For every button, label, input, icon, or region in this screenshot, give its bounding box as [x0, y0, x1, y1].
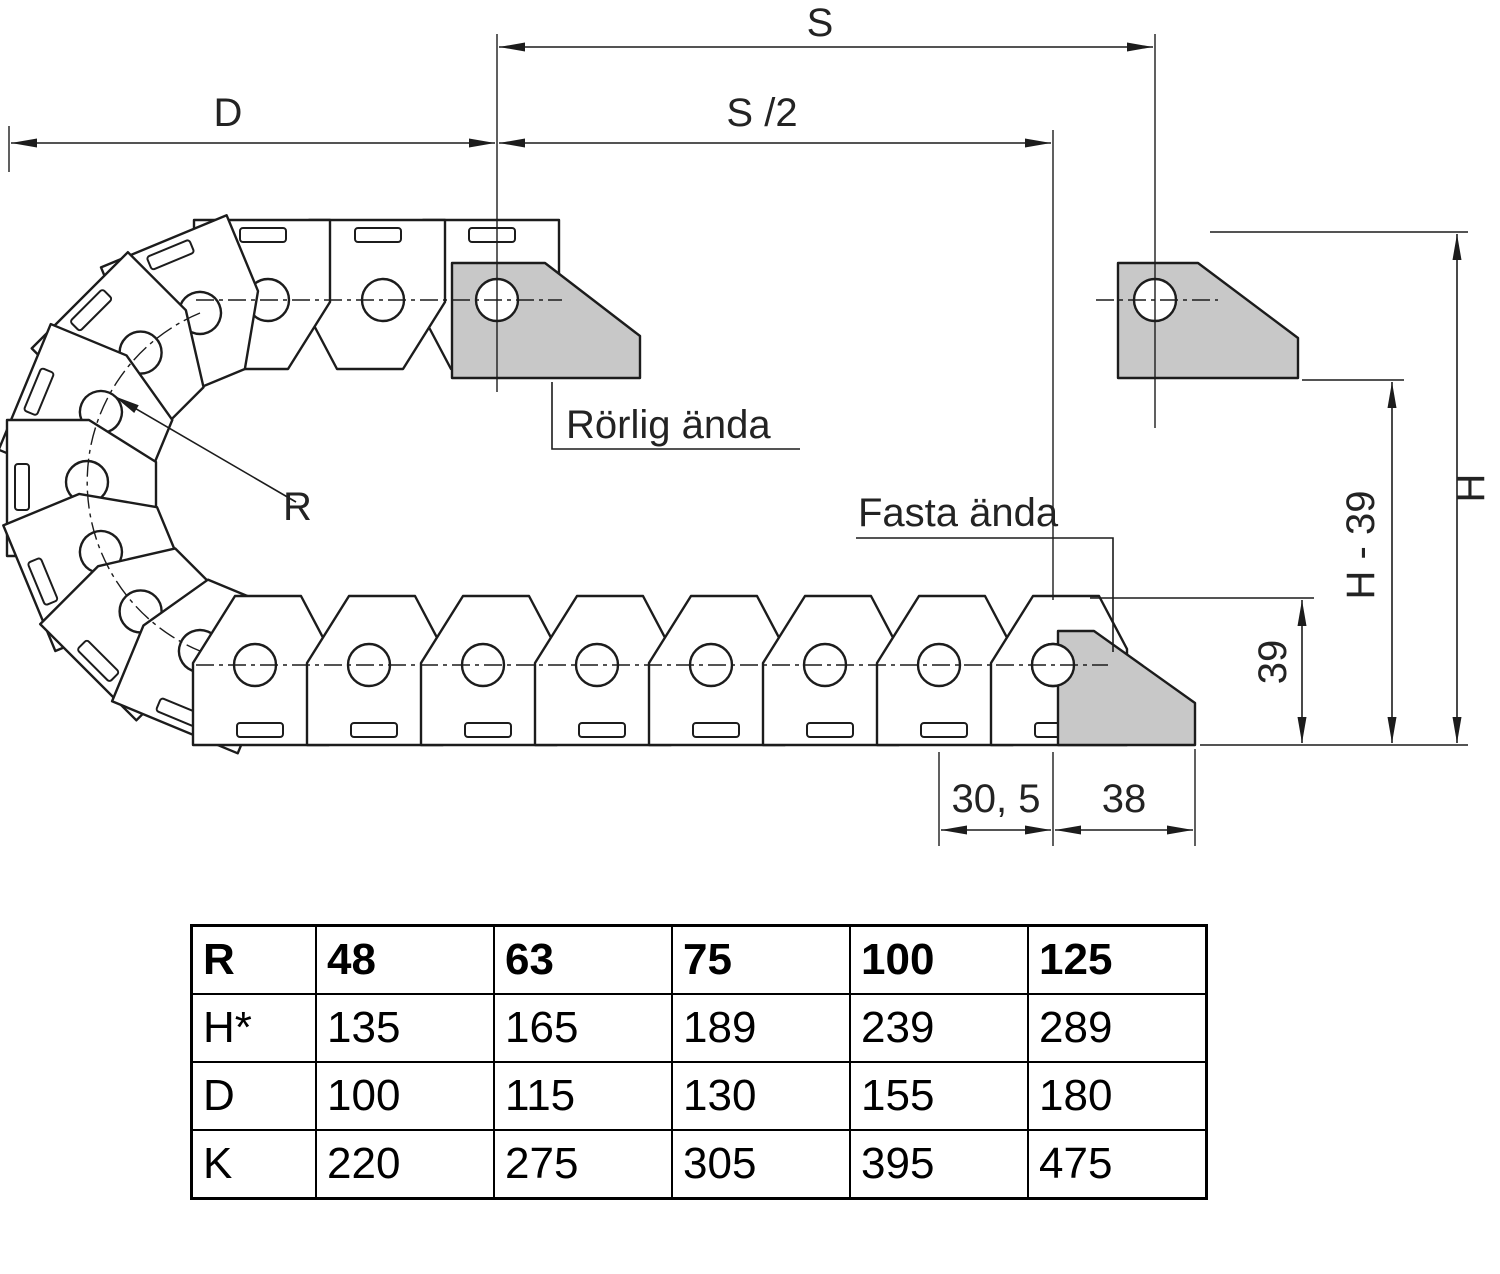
dim-d-label: D [214, 91, 243, 135]
chain-link [761, 594, 901, 747]
dim-s-label: S [807, 1, 834, 45]
leader-lines [113, 382, 1114, 652]
table-row-k: K 220 275 305 395 475 [190, 1129, 1208, 1200]
table-cell: 189 [671, 993, 851, 1063]
table-cell: 475 [1027, 1129, 1208, 1200]
table-row-r: R 48 63 75 100 125 [190, 924, 1208, 995]
table-cell: 165 [493, 993, 673, 1063]
table-cell: 220 [315, 1129, 495, 1200]
table-row-d: D 100 115 130 155 180 [190, 1061, 1208, 1131]
spec-table: R 48 63 75 100 125 H* 135 165 189 239 28… [190, 924, 1208, 1200]
table-cell: 100 [315, 1061, 495, 1131]
fixed-end-bracket-detail [1116, 261, 1300, 380]
table-cell: 239 [849, 993, 1029, 1063]
table-cell: 75 [671, 924, 851, 995]
chain-link-slot [920, 722, 968, 738]
table-cell: D [190, 1061, 317, 1131]
dim-h-label: H [1449, 474, 1493, 503]
fixed-end-leader [856, 537, 1114, 652]
fixed-end-label: Fasta ända [858, 491, 1059, 535]
table-cell: 395 [849, 1129, 1029, 1200]
table-cell: 275 [493, 1129, 673, 1200]
chain-link-slot [146, 239, 195, 271]
table-cell: R [190, 924, 317, 995]
dimension-lines [11, 42, 1462, 835]
chain-link-slot [806, 722, 854, 738]
chain-link [533, 594, 673, 747]
chain-link [419, 594, 559, 747]
table-cell: 125 [1027, 924, 1208, 995]
chain-link-slot [14, 463, 30, 511]
table-cell: 115 [493, 1061, 673, 1131]
table-cell: 155 [849, 1061, 1029, 1131]
moving-end-bracket [450, 261, 642, 380]
chain-link [307, 218, 447, 371]
chain-link-slot [236, 722, 284, 738]
bend-centerline-arc [86, 312, 201, 652]
chain-link-slot [70, 289, 113, 332]
moving-end-label: Rörlig ända [566, 403, 771, 447]
table-cell: 135 [315, 993, 495, 1063]
dim-38-label: 38 [1102, 777, 1147, 821]
chain-link-slot [350, 722, 398, 738]
chain-link-slot [27, 557, 59, 606]
dim-305-label: 30, 5 [952, 777, 1041, 821]
extension-lines [8, 34, 1468, 846]
table-cell: 180 [1027, 1061, 1208, 1131]
dim-h39-label: H - 39 [1339, 491, 1383, 600]
moving-end-leader [551, 382, 800, 450]
chain-link-slot [354, 227, 402, 243]
chain-link-slot [23, 367, 55, 416]
chain-link-slot [239, 227, 287, 243]
dim-s-half-label: S /2 [726, 91, 797, 135]
table-cell: H* [190, 993, 317, 1063]
chain-link-slot [578, 722, 626, 738]
technical-drawing: S S /2 D H H - 39 39 30, 5 38 R Rörlig ä… [0, 1, 1493, 846]
dim-39-label: 39 [1251, 640, 1295, 685]
centerlines [86, 299, 1218, 666]
chain-link-slot [77, 639, 120, 682]
table-row-h: H* 135 165 189 239 289 [190, 993, 1208, 1063]
table-cell: 63 [493, 924, 673, 995]
chain-link [305, 594, 445, 747]
table-cell: K [190, 1129, 317, 1200]
table-cell: 48 [315, 924, 495, 995]
table-cell: 305 [671, 1129, 851, 1200]
table-cell: 100 [849, 924, 1029, 995]
radius-label: R [283, 485, 312, 529]
chain-link-slot [464, 722, 512, 738]
table-cell: 289 [1027, 993, 1208, 1063]
table-cell: 130 [671, 1061, 851, 1131]
chain-link-slot [692, 722, 740, 738]
chain-link-slot [468, 227, 516, 243]
drawing-labels: S S /2 D H H - 39 39 30, 5 38 R Rörlig ä… [214, 1, 1493, 821]
chain-link [875, 594, 1015, 747]
radius-arrow [113, 395, 297, 503]
